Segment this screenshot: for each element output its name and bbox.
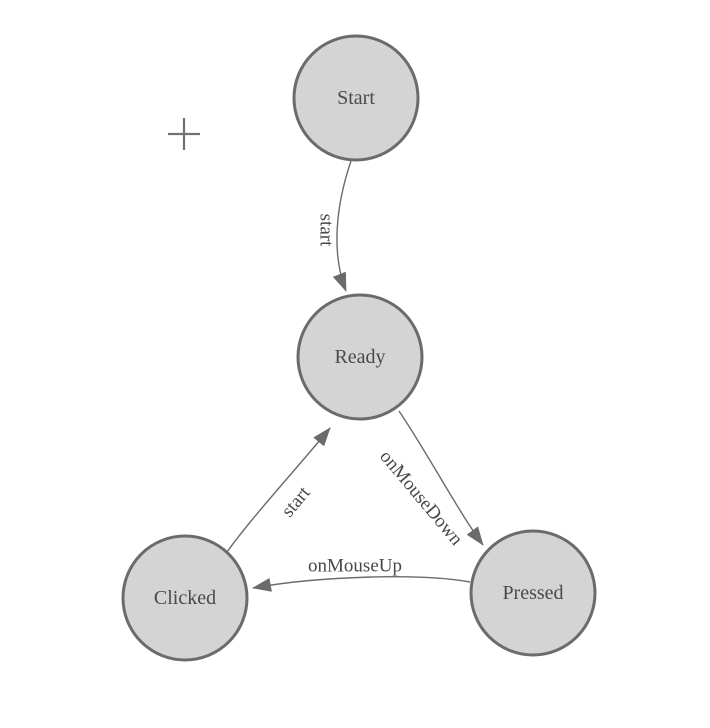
state-node-ready[interactable]: Ready xyxy=(296,293,424,421)
state-circle[interactable] xyxy=(296,293,424,421)
edge-path[interactable] xyxy=(226,427,331,553)
state-label: Ready xyxy=(334,346,385,368)
state-label: Clicked xyxy=(154,587,216,609)
state-label: Start xyxy=(337,87,375,109)
state-circle[interactable] xyxy=(121,534,249,662)
edge-label: start xyxy=(316,214,337,247)
add-state-tool[interactable] xyxy=(168,118,200,150)
transition-ready-to-pressed[interactable]: onMouseDown xyxy=(375,410,484,550)
edge-label: onMouseUp xyxy=(308,556,402,577)
state-circle[interactable] xyxy=(469,529,597,657)
state-node-start[interactable]: Start xyxy=(292,34,420,162)
transition-start-to-ready[interactable]: start xyxy=(316,160,352,292)
transition-pressed-to-clicked[interactable]: onMouseUp xyxy=(252,556,471,592)
edge-label: start xyxy=(277,482,315,521)
edge-path[interactable] xyxy=(332,160,352,292)
state-node-clicked[interactable]: Clicked xyxy=(121,534,249,662)
edge-path[interactable] xyxy=(398,410,484,546)
state-circle[interactable] xyxy=(292,34,420,162)
edge-path[interactable] xyxy=(252,576,471,592)
transition-clicked-to-ready[interactable]: start xyxy=(226,427,331,553)
state-label: Pressed xyxy=(502,582,563,604)
state-node-pressed[interactable]: Pressed xyxy=(469,529,597,657)
